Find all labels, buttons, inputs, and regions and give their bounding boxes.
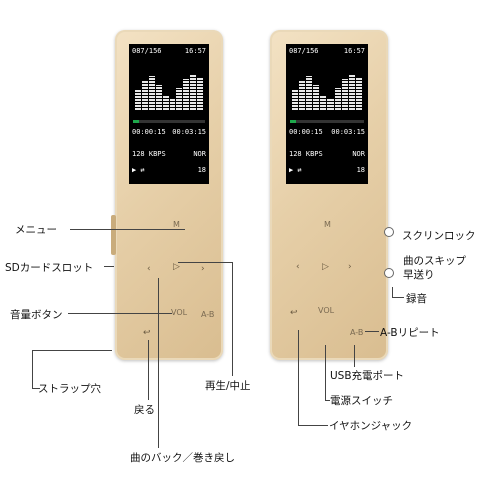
- ab-button[interactable]: A-B: [201, 310, 215, 319]
- player-device-right: 087/156 16:57 00:00:15 00:03:15 128 KBPS…: [270, 30, 388, 360]
- play-button[interactable]: ▷: [173, 262, 180, 272]
- record-button-side[interactable]: [384, 268, 394, 278]
- play-button[interactable]: ▷: [322, 262, 329, 272]
- track-counter: 087/156: [289, 47, 319, 55]
- label-strap-hole: ストラップ穴: [38, 383, 101, 395]
- label-rewind: 曲のバック／巻き戻し: [130, 452, 235, 464]
- label-screen-lock: スクリンロック: [402, 230, 476, 242]
- menu-button[interactable]: M: [173, 220, 180, 229]
- clock: 16:57: [184, 47, 206, 55]
- elapsed-time: 00:00:15: [132, 128, 166, 136]
- vol-button[interactable]: VOL: [318, 306, 335, 315]
- label-usb-charge: USB充電ポート: [330, 370, 405, 382]
- elapsed-time: 00:00:15: [289, 128, 323, 136]
- eq-mode: NOR: [352, 150, 365, 158]
- progress-bar: [290, 120, 364, 123]
- prev-button[interactable]: ‹: [296, 262, 300, 272]
- menu-button[interactable]: M: [324, 220, 331, 229]
- volume-level: 18: [197, 166, 206, 174]
- progress-bar: [133, 120, 205, 123]
- label-headphone: イヤホンジャック: [329, 420, 413, 432]
- label-record: 録音: [406, 293, 427, 305]
- bitrate: 128 KBPS: [132, 150, 166, 158]
- prev-button[interactable]: ‹: [147, 264, 151, 274]
- total-time: 00:03:15: [172, 128, 206, 136]
- label-play-pause: 再生/中止: [205, 380, 251, 392]
- volume-level: 18: [356, 166, 365, 174]
- label-sd-slot: SDカードスロット: [5, 262, 94, 274]
- play-status-icon: ▶ ⇄: [289, 166, 302, 174]
- back-button[interactable]: ↩: [143, 328, 151, 338]
- ab-button[interactable]: A-B: [350, 328, 364, 337]
- side-slot-left[interactable]: [111, 215, 116, 255]
- label-power: 電源スイッチ: [330, 395, 393, 407]
- screen-lock-switch[interactable]: [384, 227, 394, 237]
- bitrate: 128 KBPS: [289, 150, 323, 158]
- label-menu: メニュー: [15, 224, 57, 236]
- player-device-left: 087/156 16:57 00:00:15 00:03:15 128 KBPS…: [115, 30, 223, 360]
- player-screen-left: 087/156 16:57 00:00:15 00:03:15 128 KBPS…: [129, 44, 209, 184]
- back-button[interactable]: ↩: [290, 308, 298, 318]
- play-status-icon: ▶ ⇄: [132, 166, 145, 174]
- label-volume-button: 音量ボタン: [10, 309, 63, 321]
- label-fast-forward: 早送り: [403, 269, 435, 281]
- equalizer-visualizer: [292, 74, 362, 110]
- next-button[interactable]: ›: [348, 262, 352, 272]
- clock: 16:57: [343, 47, 365, 55]
- next-button[interactable]: ›: [201, 264, 205, 274]
- track-counter: 087/156: [132, 47, 162, 55]
- label-back: 戻る: [134, 404, 155, 416]
- total-time: 00:03:15: [331, 128, 365, 136]
- label-ab-repeat: A-Bリピート: [380, 327, 440, 339]
- label-skip: 曲のスキップ: [403, 255, 466, 267]
- equalizer-visualizer: [135, 74, 204, 110]
- eq-mode: NOR: [193, 150, 206, 158]
- vol-button[interactable]: VOL: [171, 308, 188, 317]
- player-screen-right: 087/156 16:57 00:00:15 00:03:15 128 KBPS…: [286, 44, 368, 184]
